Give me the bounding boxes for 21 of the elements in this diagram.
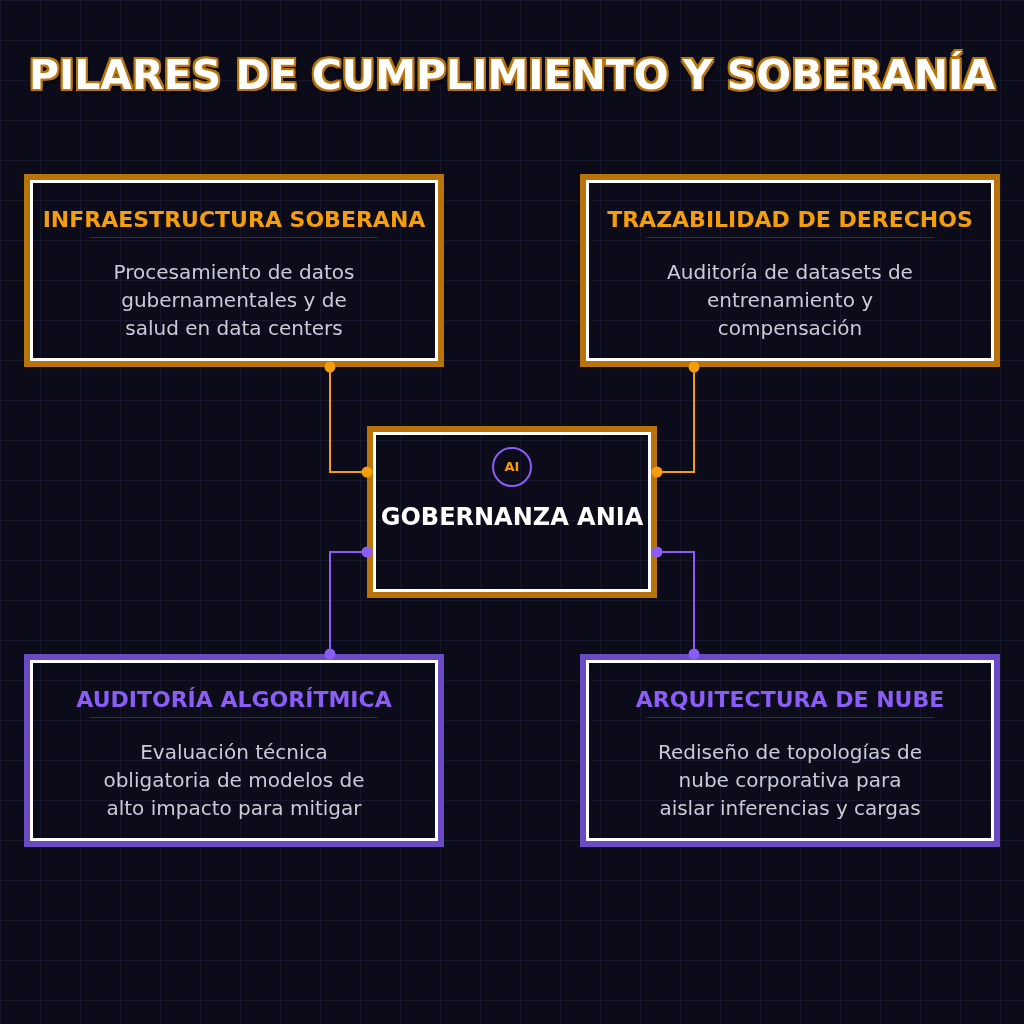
card-title: INFRAESTRUCTURA SOBERANA [41, 207, 427, 233]
connector-line [324, 361, 373, 478]
central-title: GOBERNANZA ANIA [379, 502, 645, 532]
circle-label: AI [504, 460, 520, 474]
card-description: Evaluación técnica obligatoria de modelos de alto impacto para mitigar [102, 739, 366, 822]
card-description: Rediseño de topologías de nube corporativa para aislar inferencias y cargas [657, 739, 923, 822]
card-description: Procesamiento de datos gubernamentales y de salud en data centers [112, 259, 356, 342]
circle-node [492, 447, 532, 487]
diagram-title: PILARES DE CUMPLIMIENTO Y SOBERANÍA [27, 50, 997, 100]
connector-line [651, 546, 700, 660]
card-title: ARQUITECTURA DE NUBE [634, 687, 946, 713]
pillar-card [580, 174, 1000, 367]
card-title: TRAZABILIDAD DE DERECHOS [606, 207, 974, 233]
card-description: Auditoría de datasets de entrenamiento y compensación [666, 259, 914, 342]
connector-line [324, 546, 373, 660]
central-box [367, 426, 657, 598]
pillar-card [24, 654, 444, 847]
pillar-card [24, 174, 444, 367]
connector-line [651, 361, 700, 478]
pillar-card [580, 654, 1000, 847]
card-title: AUDITORÍA ALGORÍTMICA [75, 687, 393, 713]
